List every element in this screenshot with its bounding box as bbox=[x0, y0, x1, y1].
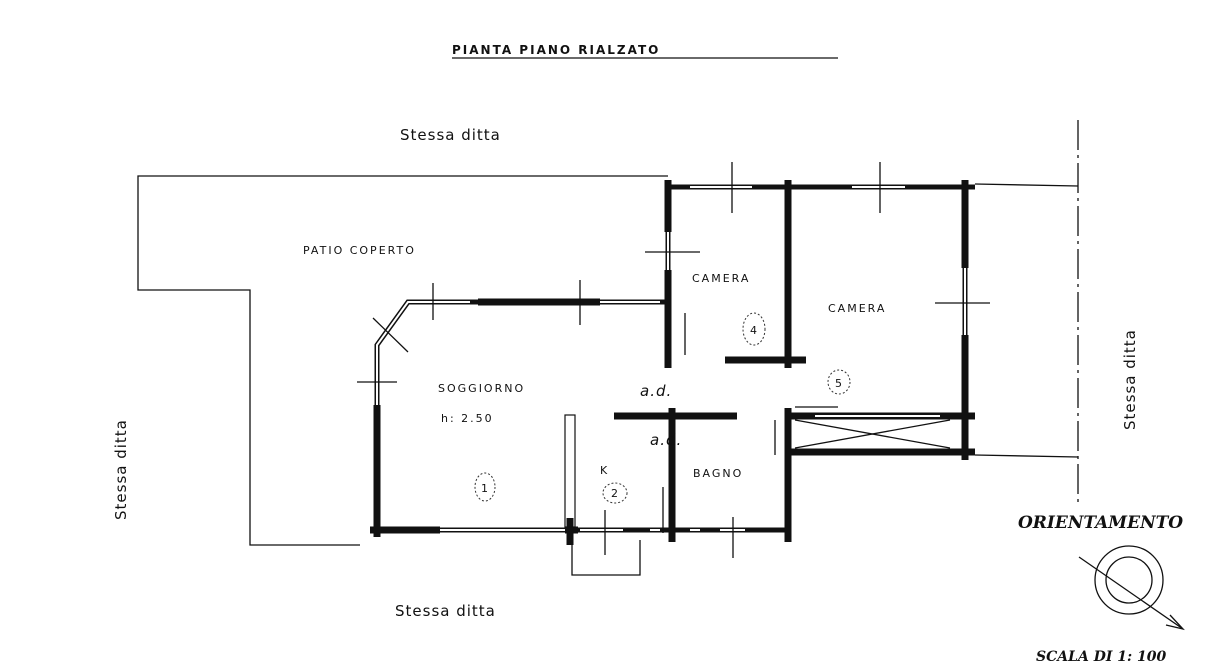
svg-text:1: 1 bbox=[481, 482, 490, 495]
svg-text:4: 4 bbox=[750, 324, 759, 337]
room-markers: 1 2 4 5 bbox=[474, 312, 851, 504]
svg-text:2: 2 bbox=[611, 487, 620, 500]
neighbor-bottom: Stessa ditta bbox=[395, 602, 496, 620]
annotation-ad-1: a.d. bbox=[640, 382, 672, 400]
boundary-line-top bbox=[974, 183, 1079, 187]
neighbor-top: Stessa ditta bbox=[400, 126, 501, 144]
orientation-label: ORIENTAMENTO bbox=[1018, 513, 1183, 533]
annotation-ad-2: a.d. bbox=[650, 431, 682, 449]
neighbor-right: Stessa ditta bbox=[1121, 329, 1139, 430]
room-kitchen: K bbox=[600, 464, 609, 477]
room-height: h: 2.50 bbox=[441, 412, 494, 425]
room-patio: PATIO COPERTO bbox=[303, 244, 416, 257]
scale-label: SCALA DI 1: 100 bbox=[1036, 649, 1167, 665]
patio-boundary bbox=[137, 175, 668, 546]
boundary-line-bottom bbox=[974, 454, 1079, 458]
room-bedroom-2: CAMERA bbox=[828, 302, 886, 315]
plan-title: PIANTA PIANO RIALZATO bbox=[452, 43, 660, 57]
svg-text:5: 5 bbox=[835, 377, 844, 390]
compass-icon bbox=[1078, 545, 1185, 631]
walls bbox=[370, 180, 975, 576]
room-bedroom-1: CAMERA bbox=[692, 272, 750, 285]
window-markers bbox=[357, 162, 990, 558]
room-living: SOGGIORNO bbox=[438, 382, 525, 395]
neighbor-left: Stessa ditta bbox=[112, 419, 130, 520]
room-bathroom: BAGNO bbox=[693, 467, 743, 480]
